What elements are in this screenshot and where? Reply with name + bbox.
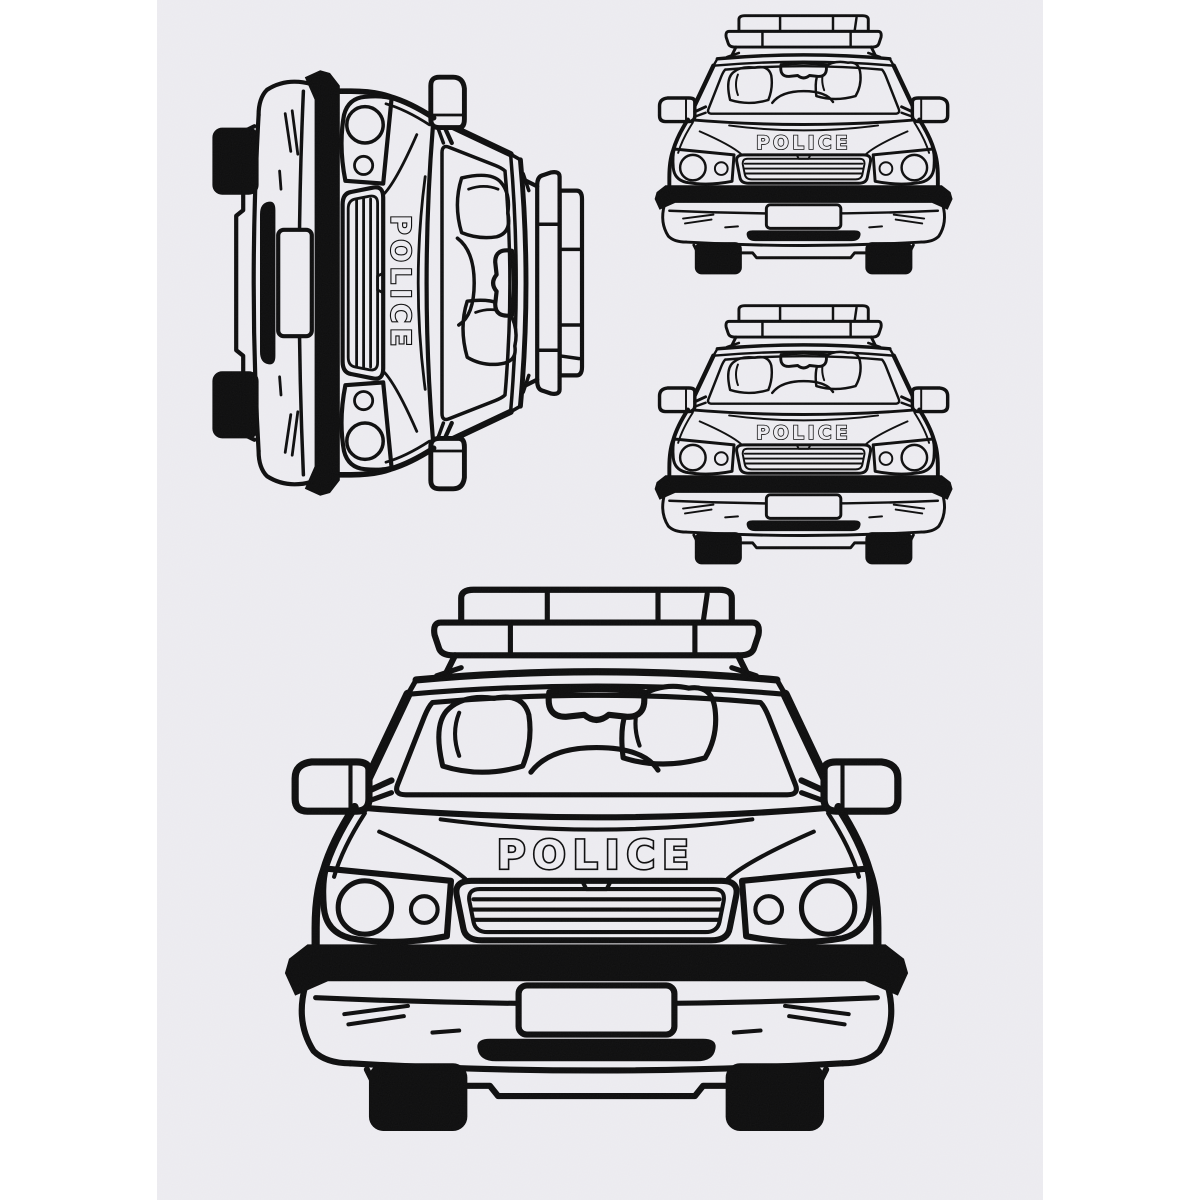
car-front-middle-instance [655,306,953,565]
artwork-canvas: POLICE [157,0,1043,1200]
car-front-rotated-instance [212,70,582,496]
car-front-top-instance [655,16,953,275]
view-front-middle-right [655,306,953,565]
car-front-bottom-instance [285,590,908,1131]
view-front-top-right [655,16,953,275]
police-car-line-art: POLICE [157,0,1043,1200]
view-front-rotated-left [212,70,582,496]
view-front-bottom-large [285,590,908,1131]
